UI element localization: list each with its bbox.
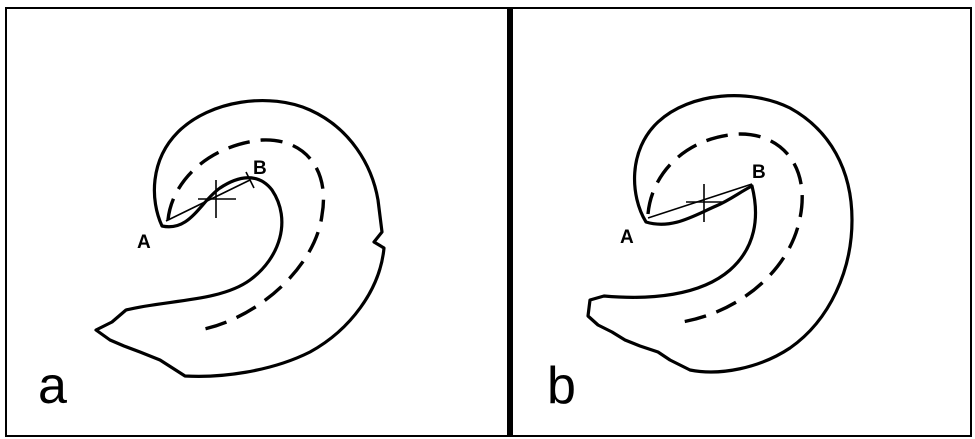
outer-frame — [6, 8, 971, 436]
panel-b-point-b-label: B — [752, 162, 766, 183]
panel-b: A B b — [547, 96, 852, 415]
panel-a-axis — [168, 140, 323, 330]
panel-a-point-b-label: B — [253, 158, 267, 179]
panel-a-label: a — [38, 357, 67, 415]
panel-b-label: b — [547, 357, 576, 415]
panel-b-point-a-label: A — [620, 227, 634, 248]
panel-a: A B a — [38, 101, 384, 415]
panel-a-point-a-label: A — [137, 232, 151, 253]
